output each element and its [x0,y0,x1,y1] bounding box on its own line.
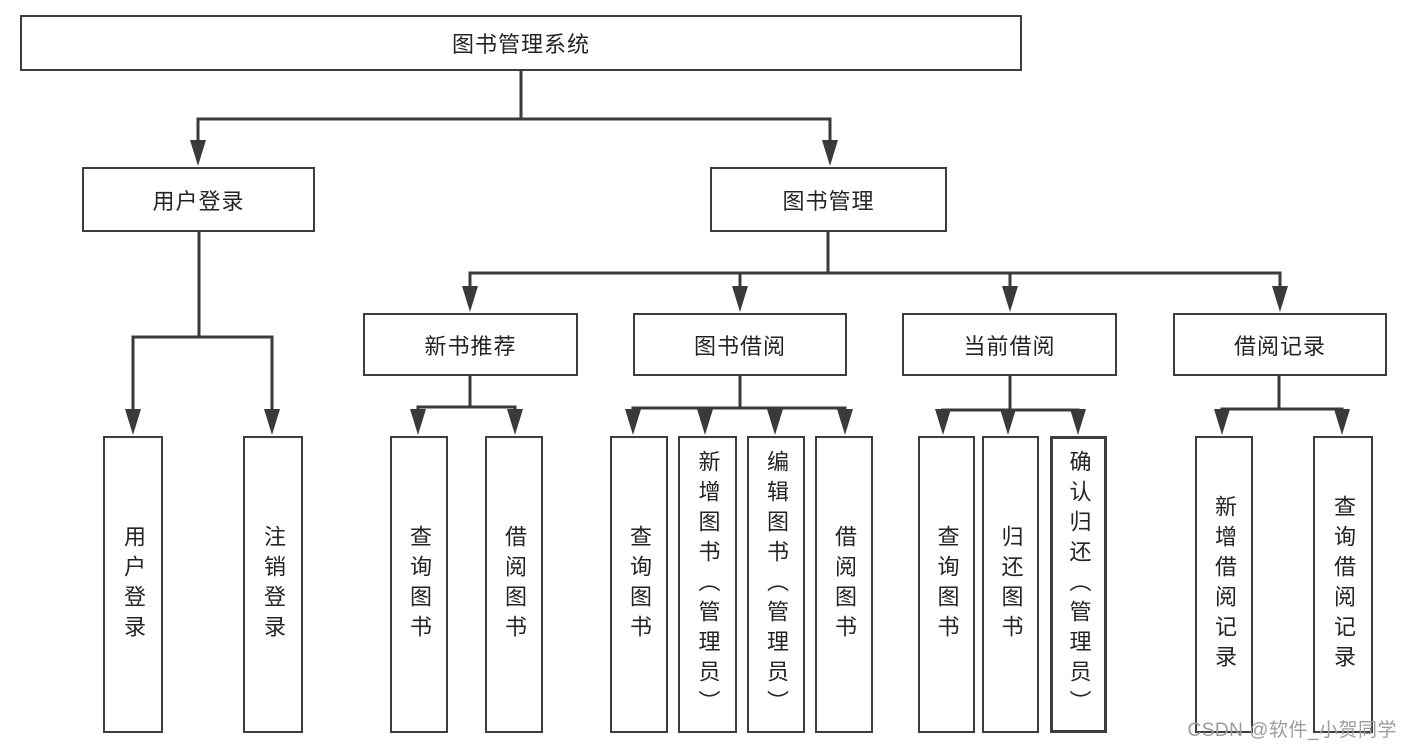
leaf-borrow-book-recommend-label: 借阅图书 [502,524,527,645]
node-current-borrow-label: 当前借阅 [963,333,1056,359]
leaf-query-book-recommend-label: 查询图书 [407,524,432,645]
leaf-confirm-return-admin-label: 确认归还（管理员） [1066,449,1092,720]
leaf-logout: 注销登录 [243,436,303,733]
node-book-management: 图书管理 [710,167,947,232]
leaf-user-login-label: 用户登录 [121,524,146,645]
node-borrow-records: 借阅记录 [1173,313,1387,376]
leaf-query-book-current-label: 查询图书 [934,524,960,645]
leaf-edit-book-admin: 编辑图书（管理员） [747,436,805,733]
node-user-login: 用户登录 [82,167,315,232]
node-book-borrow: 图书借阅 [633,313,847,376]
leaf-add-borrow-record: 新增借阅记录 [1195,436,1253,733]
node-borrow-records-label: 借阅记录 [1233,333,1326,359]
leaf-query-borrow-record-label: 查询借阅记录 [1331,494,1356,675]
leaf-logout-label: 注销登录 [261,524,286,645]
node-book-management-label: 图书管理 [782,188,875,214]
leaf-query-book-recommend: 查询图书 [390,436,448,733]
leaf-borrow-book-recommend: 借阅图书 [485,436,543,733]
leaf-borrow-book-label: 借阅图书 [832,524,857,645]
leaf-user-login: 用户登录 [103,436,163,733]
leaf-return-book-label: 归还图书 [998,524,1024,645]
leaf-query-book-borrow: 查询图书 [610,436,668,733]
leaf-borrow-book: 借阅图书 [815,436,873,733]
leaf-add-borrow-record-label: 新增借阅记录 [1212,494,1237,675]
leaf-add-book-admin-label: 新增图书（管理员） [695,449,721,720]
node-new-book-recommend-label: 新书推荐 [424,333,517,359]
leaf-query-borrow-record: 查询借阅记录 [1313,436,1373,733]
node-root-label: 图书管理系统 [451,32,590,57]
leaf-return-book: 归还图书 [982,436,1039,733]
leaf-edit-book-admin-label: 编辑图书（管理员） [764,449,789,720]
watermark: CSDN @软件_小贺同学 [1187,720,1397,741]
leaf-query-book-borrow-label: 查询图书 [627,524,652,645]
leaf-confirm-return-admin: 确认归还（管理员） [1050,436,1107,733]
node-new-book-recommend: 新书推荐 [363,313,578,376]
leaf-add-book-admin: 新增图书（管理员） [678,436,737,733]
node-book-borrow-label: 图书借阅 [693,333,786,359]
node-root: 图书管理系统 [20,15,1022,71]
leaf-query-book-current: 查询图书 [918,436,975,733]
node-user-login-label: 用户登录 [152,188,245,214]
node-current-borrow: 当前借阅 [902,313,1117,376]
